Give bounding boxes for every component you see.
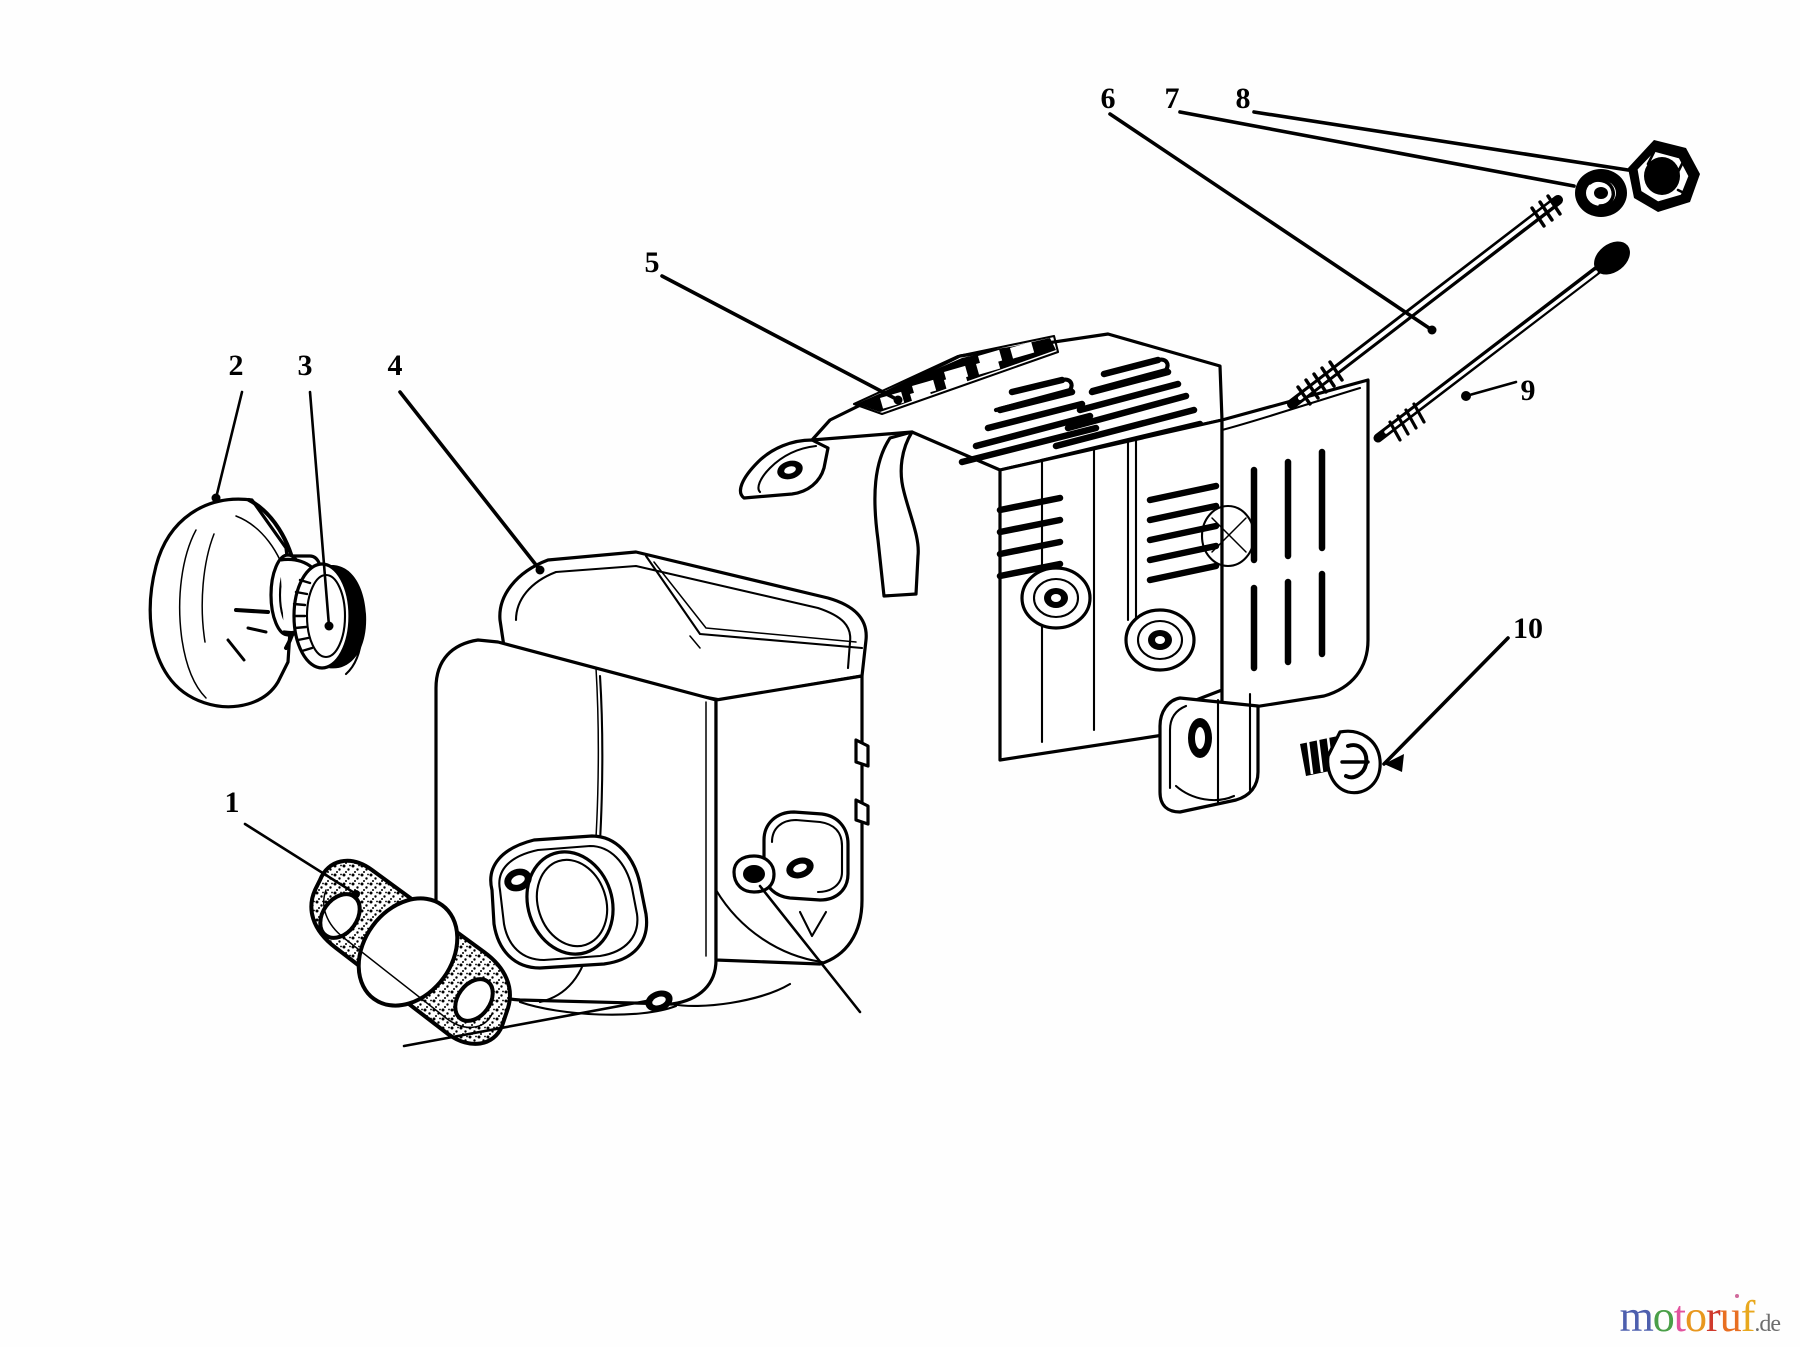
wm-accent-dot	[1735, 1294, 1739, 1298]
shield-boss-upper	[1020, 566, 1092, 630]
part-stud-long	[1287, 194, 1563, 409]
part-muffler	[434, 550, 870, 1016]
wm-suffix: .de	[1754, 1311, 1781, 1337]
wm-letter-o1: o	[1652, 1292, 1675, 1341]
callout-9: 9	[1521, 374, 1536, 407]
wm-letter-t: t	[1673, 1292, 1686, 1341]
callout-7: 7	[1165, 82, 1180, 115]
shield-boss-lower	[1124, 608, 1196, 672]
muffler-rear-boss	[732, 854, 776, 894]
wm-letter-u: u	[1719, 1292, 1742, 1341]
part-exhaust-gasket	[309, 859, 512, 1046]
callout-3: 3	[298, 349, 313, 382]
watermark-text: motoruf.de	[1619, 1292, 1781, 1341]
callout-4: 4	[388, 349, 403, 382]
callout-1: 1	[225, 786, 240, 819]
wm-letter-f: f	[1740, 1292, 1756, 1341]
callout-8: 8	[1236, 82, 1251, 115]
wm-letter-m: m	[1619, 1292, 1654, 1341]
muffler-inlet-flange	[489, 834, 649, 970]
motoruf-watermark: motoruf.de	[1619, 1292, 1781, 1341]
leader-lines	[211, 110, 1630, 1048]
part-lock-washer	[1575, 169, 1627, 217]
wm-letter-o2: o	[1685, 1292, 1707, 1341]
shield-boss-side	[1200, 504, 1256, 568]
part-heat-shield	[738, 332, 1370, 814]
callout-numbers: 1 2 3 4 5 6 7 8 9 10	[225, 82, 1544, 819]
part-screw	[1300, 729, 1382, 795]
callout-10: 10	[1513, 612, 1543, 645]
muffler-mount-pad	[762, 810, 850, 902]
wm-letter-r: r	[1706, 1292, 1721, 1341]
part-stud-short	[1373, 241, 1630, 443]
part-hex-nut	[1628, 140, 1700, 212]
callout-6: 6	[1101, 82, 1116, 115]
part-clamp-ring	[292, 562, 367, 676]
callout-5: 5	[645, 246, 660, 279]
callout-2: 2	[229, 349, 244, 382]
